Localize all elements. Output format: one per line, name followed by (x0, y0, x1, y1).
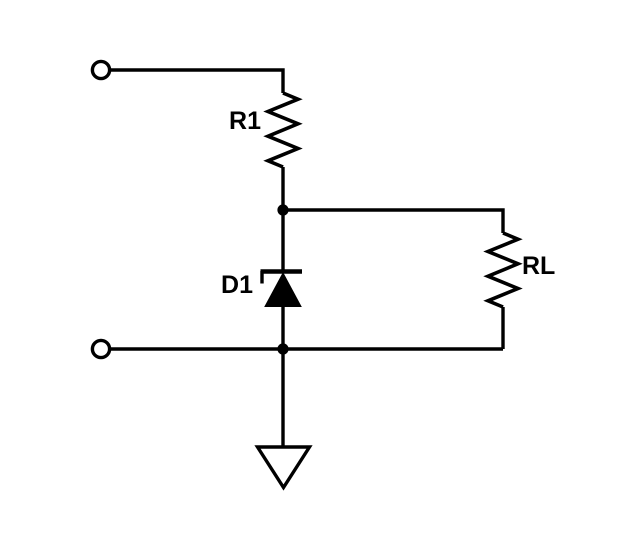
wire-top-input (110, 68, 285, 93)
wire-node-to-rl (283, 208, 505, 233)
ground-icon (254, 445, 313, 491)
label-rl: RL (522, 252, 555, 280)
label-d1: D1 (221, 271, 253, 299)
label-r1: R1 (229, 107, 261, 135)
input-terminal-bottom-icon (90, 338, 112, 360)
input-terminal-top-icon (90, 59, 112, 81)
resistor-rl-icon (483, 231, 523, 309)
resistor-r1-icon (263, 91, 303, 169)
diode-anode-triangle (264, 271, 302, 307)
zener-diode-d1-icon (260, 269, 302, 307)
